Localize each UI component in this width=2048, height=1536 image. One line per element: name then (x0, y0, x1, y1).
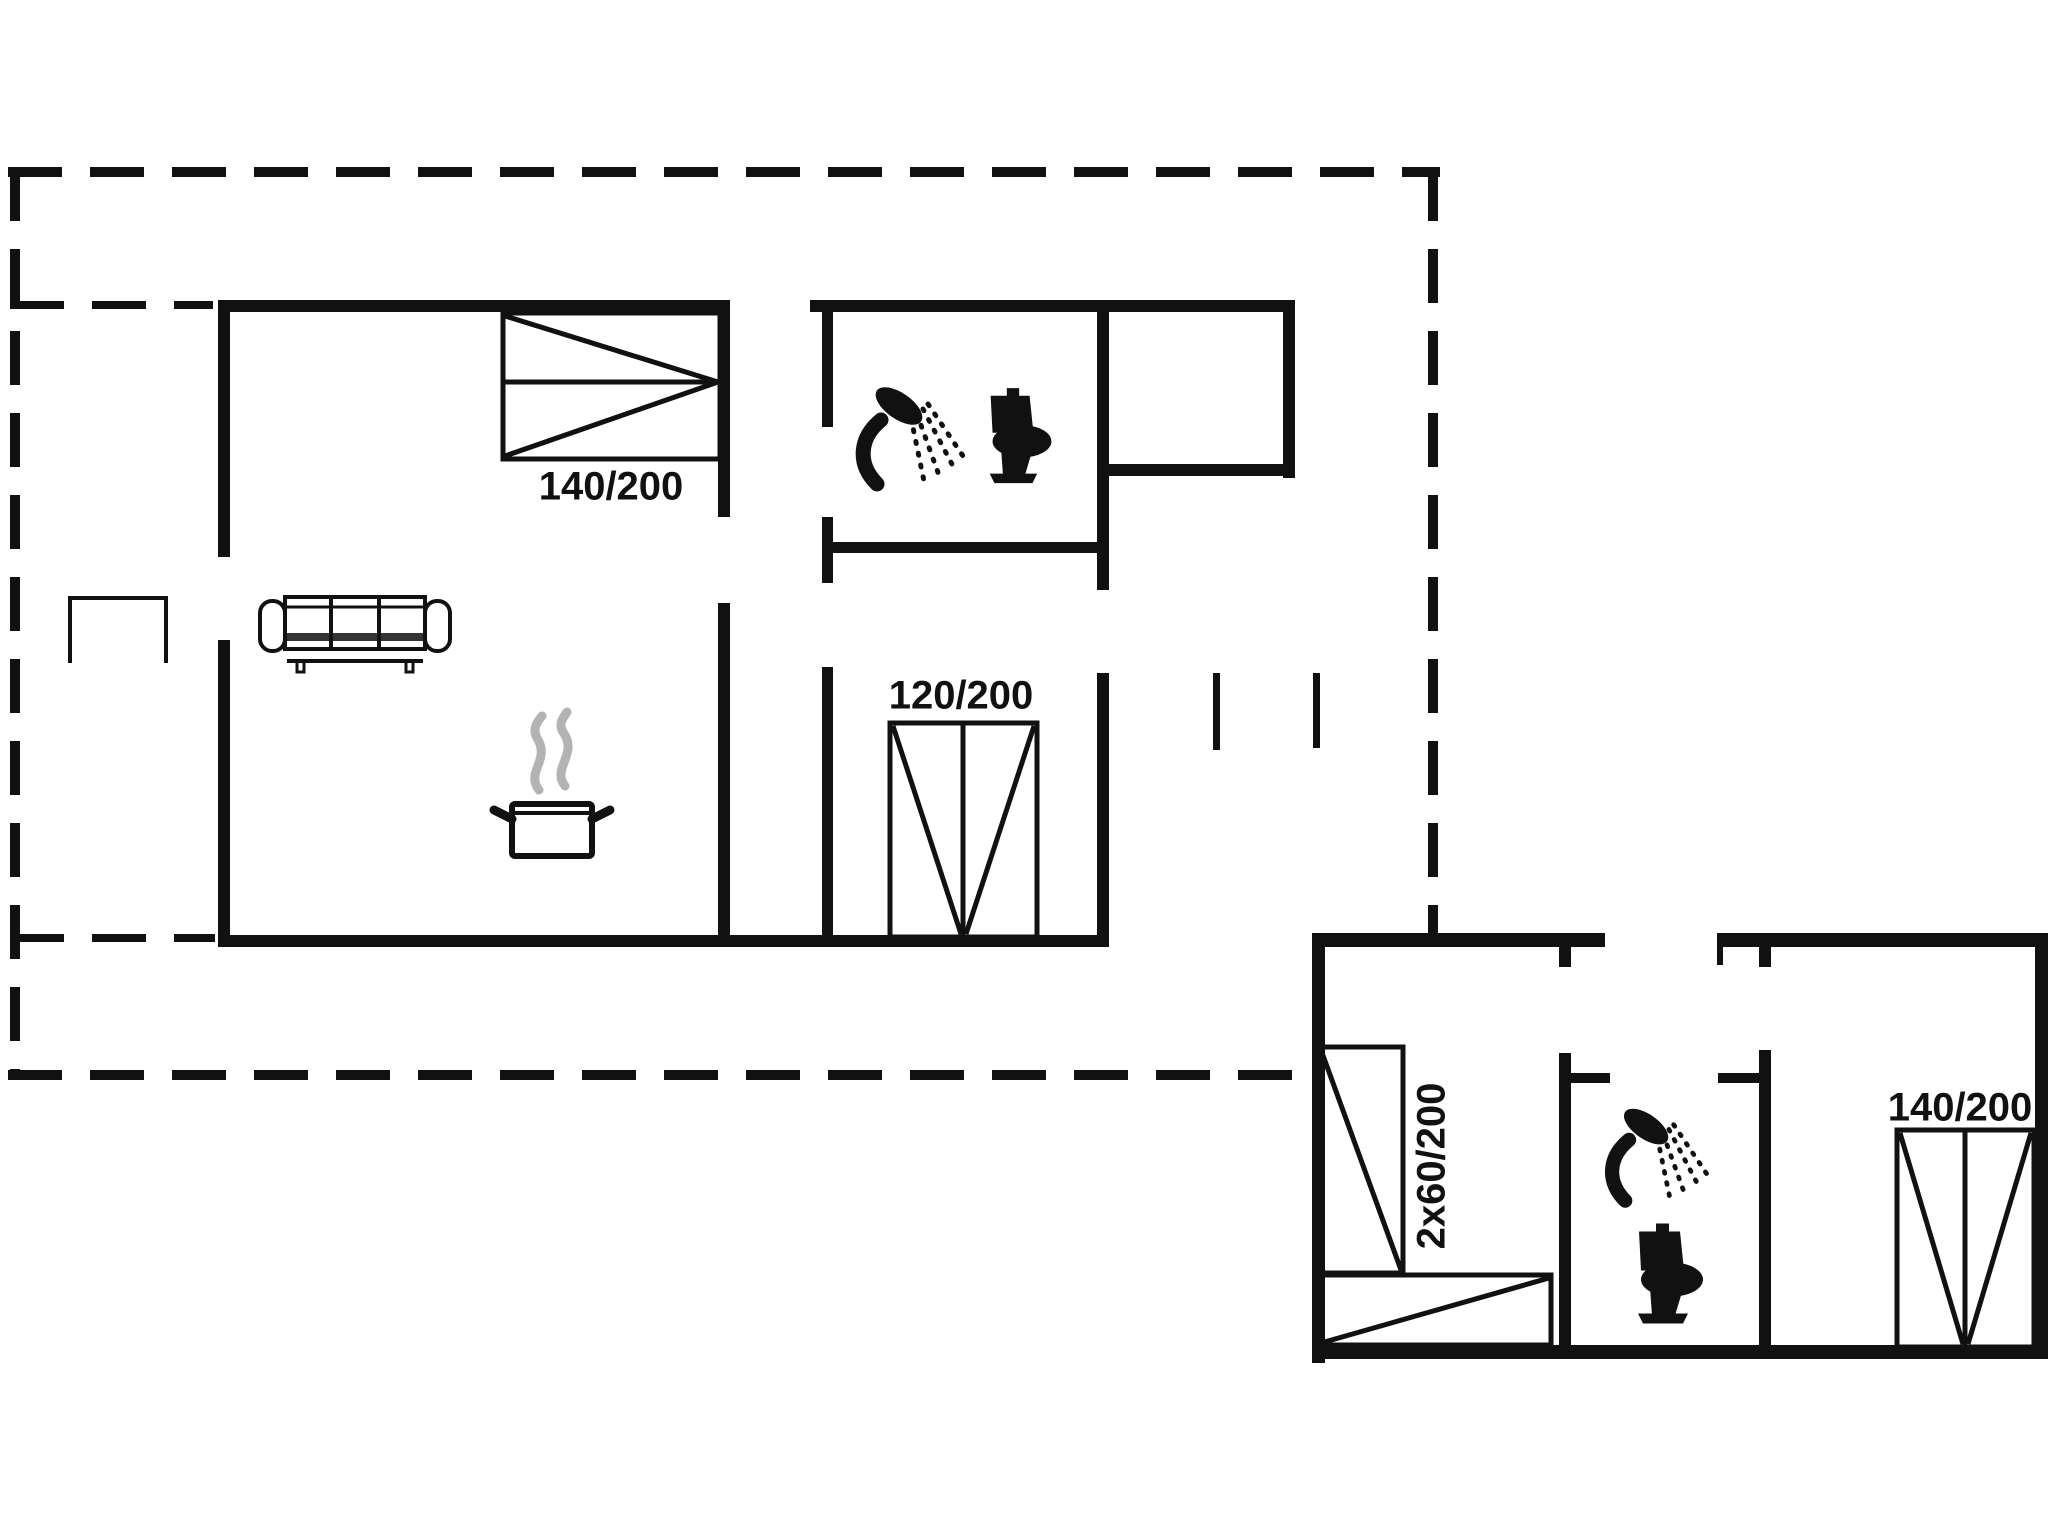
diagonal-cabinet-symbol (1316, 1272, 1554, 1348)
wall-hall-right (1097, 673, 1109, 947)
annex-bed-size-label: 140/200 (1887, 1085, 2033, 1130)
dashed-wall-extension-upper (10, 301, 213, 309)
wall-hall-left (822, 667, 833, 947)
site-boundary-right (1428, 167, 1438, 940)
annex-bed-symbol (1894, 1127, 2037, 1350)
double-bed-symbol (500, 310, 723, 462)
wall-bath-left-upper (822, 300, 833, 427)
annex-door-jamb (1717, 947, 1723, 965)
annex-wall2-main (1759, 1050, 1771, 1345)
annex-wall1-main (1559, 1053, 1571, 1345)
annex-shower-top-left (1565, 1073, 1610, 1083)
wall-main-top (218, 300, 730, 312)
terrace-marker-top (68, 596, 168, 600)
annex-wall-top-1 (1312, 933, 1605, 947)
dashed-wall-extension-lower (10, 934, 215, 942)
annex-wall-bottom (1312, 1345, 2048, 1359)
annex-toilet-icon (1638, 1223, 1703, 1324)
wall-main-left-upper (218, 300, 230, 557)
annex-wall-top-2 (1717, 933, 2048, 947)
terrace-marker-left (68, 596, 72, 663)
annex-wall1-stub (1559, 933, 1571, 967)
terrace-marker-right (164, 596, 168, 663)
annex-shower-icon (1605, 1108, 1710, 1208)
wall-bath-right (1097, 300, 1109, 590)
opening-mark-right (1313, 673, 1320, 748)
wall-main-right-lower (718, 603, 730, 947)
opening-mark-left (1213, 673, 1220, 750)
wardrobe-symbol (887, 720, 1040, 940)
annex-shower-top-right (1718, 1073, 1765, 1083)
sofa-icon (258, 595, 452, 674)
bunk-bed-size-label: 2x60/200 (1409, 1082, 1454, 1250)
bunk-bed-symbol (1316, 1044, 1406, 1276)
site-boundary-bottom (8, 1070, 1302, 1080)
annex-wall2-stub (1759, 933, 1771, 967)
wall-store-bottom (1100, 464, 1295, 476)
wall-store-right (1283, 300, 1295, 478)
shower-icon (855, 387, 966, 492)
cooking-pot-icon (489, 707, 615, 859)
wall-main-bottom (218, 935, 1109, 947)
site-boundary-top (8, 167, 1440, 177)
wardrobe-size-label: 120/200 (888, 673, 1034, 718)
wall-bath-top (810, 300, 1295, 312)
annex-wall-right (2035, 933, 2048, 1359)
bed-size-label: 140/200 (538, 464, 684, 509)
site-boundary-left (10, 167, 20, 1072)
wall-main-left-lower (218, 640, 230, 947)
toilet-icon (989, 388, 1052, 484)
wall-bath-bottom (827, 542, 1097, 553)
